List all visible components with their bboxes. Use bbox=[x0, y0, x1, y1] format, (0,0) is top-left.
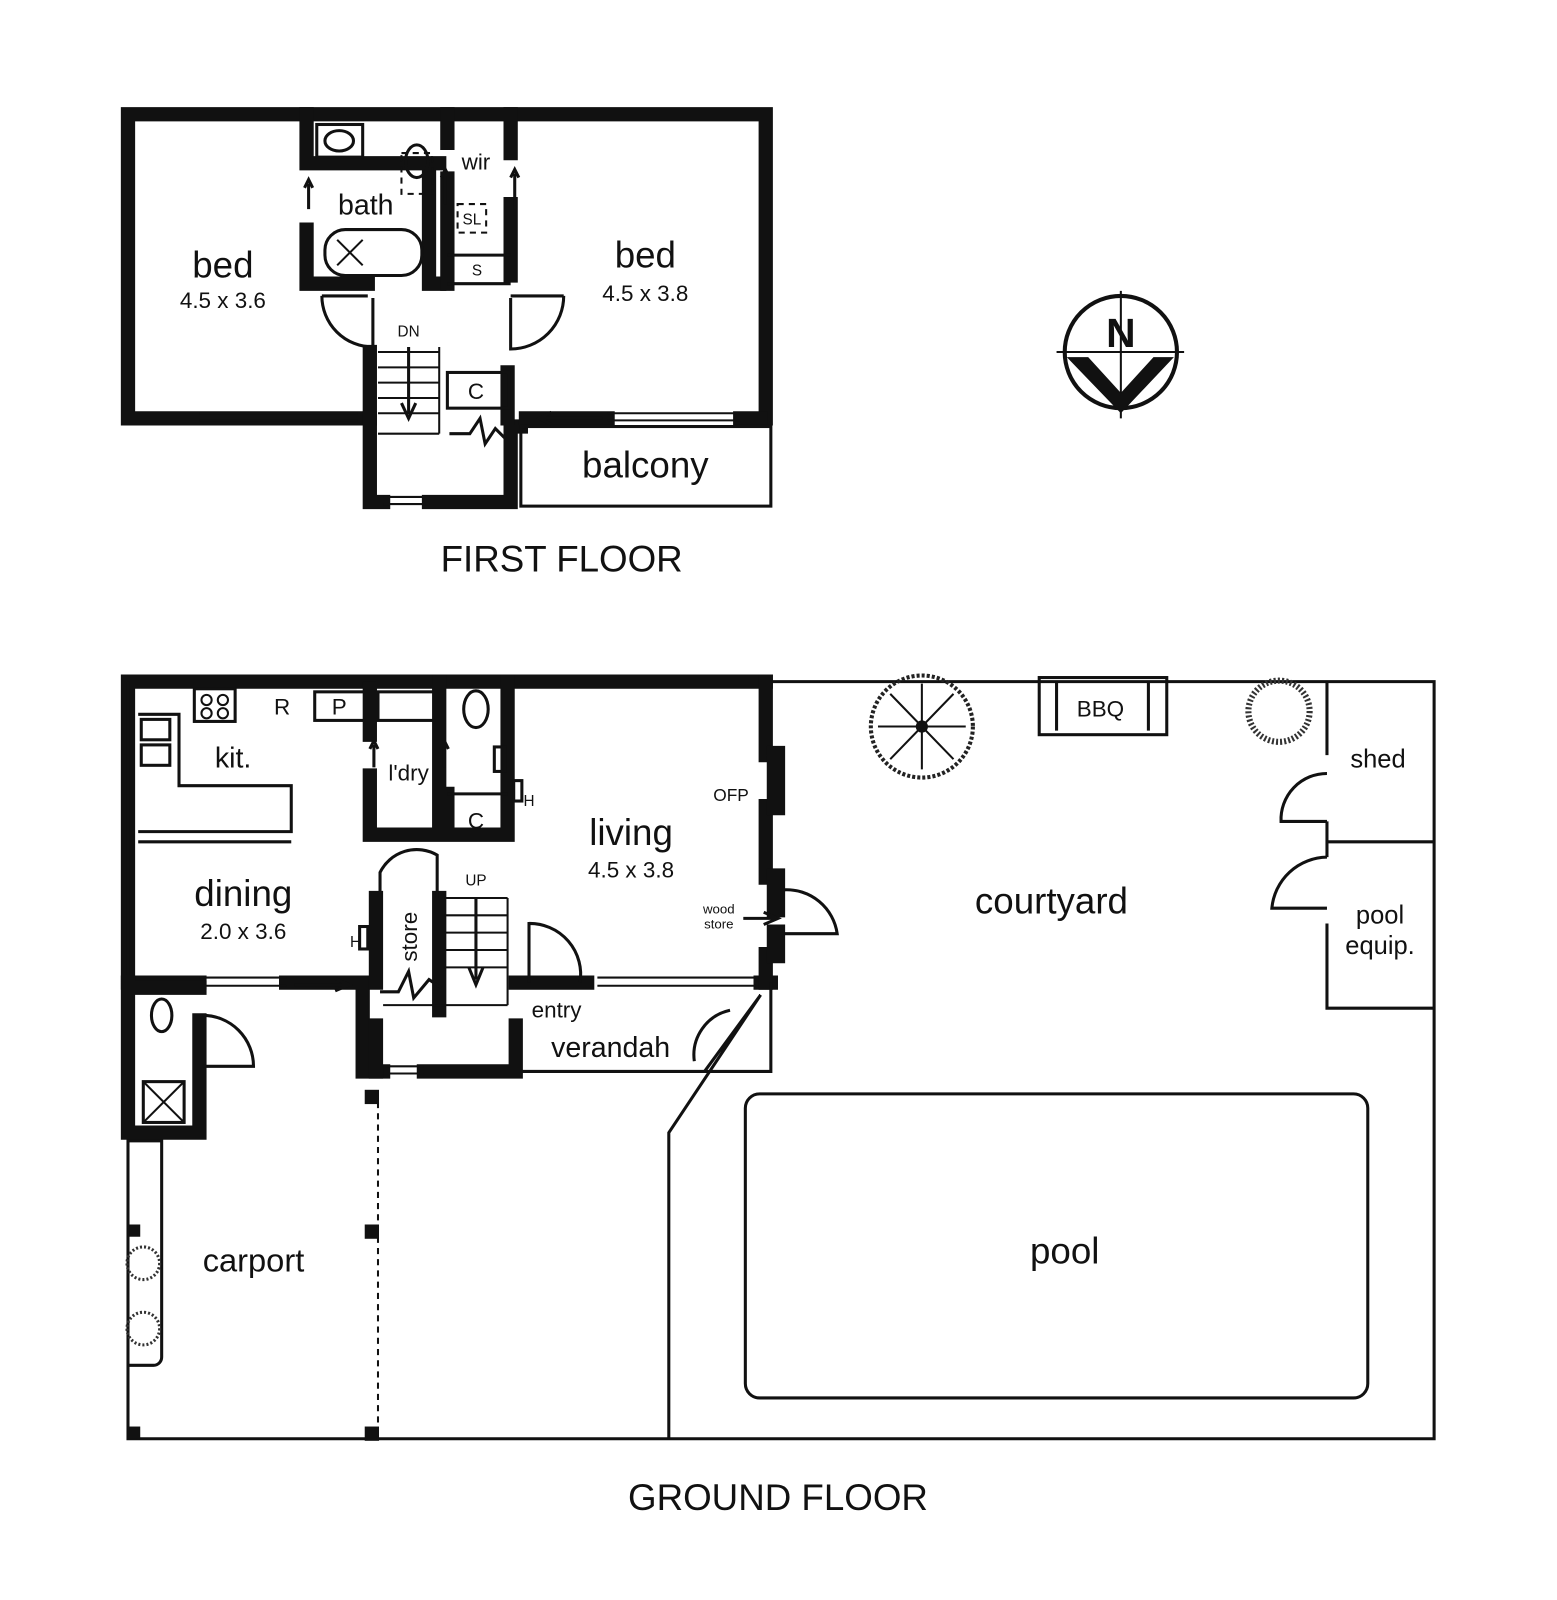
compass-north-label: N bbox=[1106, 310, 1135, 356]
first-floor-title: FIRST FLOOR bbox=[441, 538, 683, 579]
pool-equip-label: pool bbox=[1356, 901, 1404, 929]
shelf-label: S bbox=[472, 263, 482, 280]
shrub-icon bbox=[1245, 677, 1313, 745]
heater-label: H bbox=[350, 934, 361, 951]
bed1-label: bed bbox=[192, 245, 253, 286]
living-size: 4.5 x 3.8 bbox=[588, 858, 674, 883]
pool-label: pool bbox=[1030, 1230, 1099, 1271]
ground-floor-plan: R P kit. l'dry C H H living 4.5 x 3.8 OF… bbox=[120, 673, 1436, 1518]
store-label: store bbox=[397, 912, 422, 962]
shrub-icon bbox=[125, 1245, 162, 1282]
dining-size: 2.0 x 3.6 bbox=[200, 919, 286, 944]
carport-label: carport bbox=[203, 1241, 305, 1278]
first-floor-plan: bed 4.5 x 3.6 bed 4.5 x 3.8 bath wir SL … bbox=[120, 107, 773, 579]
bath-label: bath bbox=[338, 189, 394, 221]
shed-label: shed bbox=[1350, 745, 1405, 773]
skylight-label: SL bbox=[463, 211, 482, 228]
bbq-label: BBQ bbox=[1077, 696, 1124, 721]
pantry-label: P bbox=[332, 694, 347, 719]
cupboard-label: C bbox=[468, 809, 484, 834]
wood-store-label: store bbox=[704, 917, 733, 932]
fridge-label: R bbox=[274, 694, 290, 719]
pool-equip-label: equip. bbox=[1345, 932, 1414, 960]
stairs-up-label: UP bbox=[465, 873, 486, 890]
cupboard-label: C bbox=[468, 379, 484, 404]
entry-label: entry bbox=[532, 997, 583, 1022]
north-compass: N bbox=[1056, 290, 1185, 419]
courtyard-label: courtyard bbox=[975, 880, 1128, 921]
verandah-label: verandah bbox=[551, 1032, 670, 1064]
living-label: living bbox=[589, 812, 673, 853]
stairs-down-label: DN bbox=[398, 324, 420, 341]
laundry-label: l'dry bbox=[388, 761, 429, 786]
balcony-label: balcony bbox=[582, 445, 709, 486]
shrub-icon bbox=[125, 1310, 162, 1347]
bed1-size: 4.5 x 3.6 bbox=[180, 288, 266, 313]
kitchen-label: kit. bbox=[215, 742, 252, 774]
tree-icon bbox=[868, 673, 975, 780]
heater-label: H bbox=[523, 793, 534, 810]
dining-label: dining bbox=[194, 873, 292, 914]
bed2-label: bed bbox=[615, 234, 676, 275]
wood-store-label: wood bbox=[702, 901, 735, 916]
ofp-label: OFP bbox=[713, 785, 749, 805]
wir-label: wir bbox=[461, 149, 491, 174]
bed2-size: 4.5 x 3.8 bbox=[602, 281, 688, 306]
ground-floor-title: GROUND FLOOR bbox=[628, 1477, 928, 1518]
